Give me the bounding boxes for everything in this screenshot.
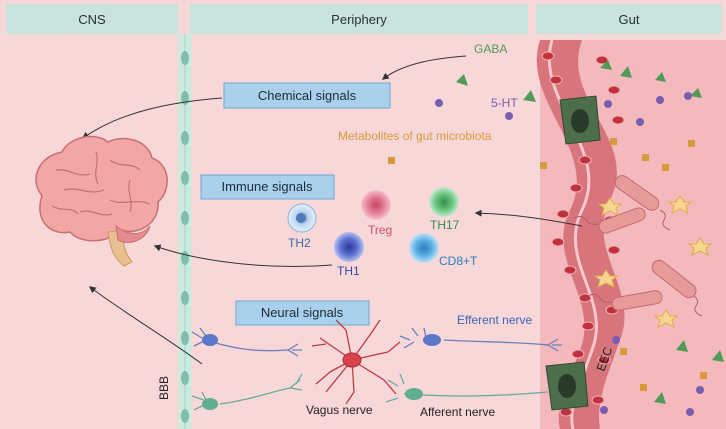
- header-bar-periphery: [190, 4, 528, 34]
- th1-label: TH1: [337, 264, 360, 278]
- th1-cell: [334, 232, 364, 262]
- chemical-signals-box: [223, 82, 391, 109]
- afferent-nerve-label: Afferent nerve: [420, 405, 495, 419]
- gaba-molecules: [456, 60, 724, 404]
- chemical-signals-label: Chemical signals: [258, 88, 357, 103]
- efferent-nerve-label: Efferent nerve: [457, 313, 532, 327]
- efferent-neuron-left: [191, 327, 302, 357]
- efferent-neuron-right: [399, 327, 562, 352]
- gaba-label: GABA: [474, 42, 507, 56]
- gut-bacteria: [598, 175, 697, 311]
- metabolite-molecules: [388, 138, 707, 391]
- efferent-neuron-left-soma: [202, 334, 218, 346]
- treg-cell: [361, 190, 391, 220]
- serotonin-molecules: [435, 92, 704, 416]
- header-bar-cns: [6, 4, 178, 34]
- afferent-neuron-soma-left: [202, 398, 218, 410]
- efferent-neuron-right-soma: [423, 334, 441, 346]
- header-cns: CNS: [78, 12, 106, 27]
- vagus-nerve-neuron: [311, 319, 401, 405]
- cd8-cell: [409, 233, 439, 263]
- arrow-immune-to-brain: [153, 244, 333, 267]
- serotonin-label: 5-HT: [491, 96, 518, 110]
- bacteria-flagella: [573, 209, 703, 317]
- arrow-chemical-to-brain: [81, 97, 223, 139]
- neural-signals-label: Neural signals: [261, 305, 344, 320]
- treg-label: Treg: [368, 223, 392, 237]
- header-bar-gut: [536, 4, 722, 34]
- th17-label: TH17: [430, 218, 460, 232]
- immune-signals-label: Immune signals: [221, 179, 313, 194]
- afferent-neuron-soma-right: [405, 388, 423, 400]
- metabolites-label: Metabolites of gut microbiota: [338, 129, 492, 143]
- vagus-nerve-soma: [342, 352, 362, 368]
- enteroendocrine-cell-bottom: [545, 361, 589, 411]
- header-periphery: Periphery: [331, 12, 387, 27]
- arrow-neural-to-brain: [88, 286, 203, 365]
- bbb-label: BBB: [157, 376, 171, 400]
- th17-cell: [429, 187, 459, 217]
- immune-signals-box: [200, 174, 335, 200]
- blood-brain-barrier: [178, 34, 192, 429]
- neural-signals-box: [235, 300, 370, 326]
- th2-label: TH2: [288, 236, 311, 250]
- header-gut: Gut: [619, 12, 640, 27]
- enteroendocrine-cell-top: [559, 95, 601, 145]
- brain-icon: [35, 135, 168, 267]
- arrow-gaba-to-chemical: [381, 55, 467, 80]
- th2-cell: [287, 203, 317, 233]
- cd8-label: CD8+T: [439, 254, 478, 268]
- vagus-nerve-label: Vagus nerve: [306, 403, 373, 417]
- microbial-starburst-metabolites: [593, 195, 713, 328]
- arrow-gut-to-th17: [474, 209, 583, 227]
